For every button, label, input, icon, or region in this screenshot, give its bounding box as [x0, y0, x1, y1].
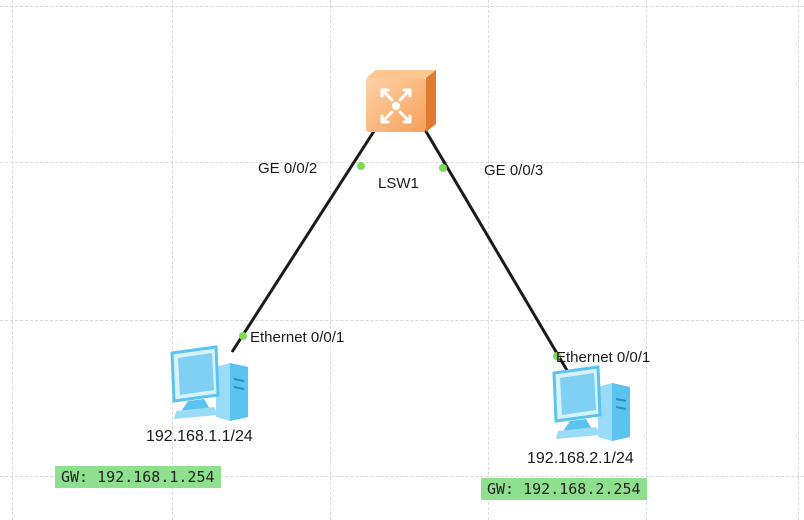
grid-line: [0, 320, 804, 321]
switch-name: LSW1: [378, 175, 419, 192]
grid-line: [646, 0, 647, 520]
pc2-gateway: GW: 192.168.2.254: [481, 478, 647, 500]
pc2[interactable]: [548, 365, 632, 443]
grid-line: [0, 476, 804, 477]
grid-line: [0, 6, 804, 7]
grid-line: [172, 0, 173, 520]
pc1-gateway: GW: 192.168.1.254: [55, 466, 221, 488]
link-lsw1-pc2[interactable]: [422, 127, 570, 373]
grid-line: [488, 0, 489, 520]
pc-icon: [552, 365, 630, 441]
link-lsw1-pc1[interactable]: [230, 127, 378, 353]
pc-icon: [170, 345, 248, 421]
switch-lsw1[interactable]: [362, 68, 442, 136]
grid-line: [0, 162, 804, 163]
port-dot-pc2-eth: [553, 352, 561, 360]
grid-line: [330, 0, 331, 520]
port-label-ge002: GE 0/0/2: [258, 160, 318, 177]
port-label-pc1-eth: Ethernet 0/0/1: [250, 329, 345, 346]
port-dot-ge002: [357, 162, 365, 170]
port-label-ge003: GE 0/0/3: [484, 162, 544, 179]
pc2-ip: 192.168.2.1/24: [527, 450, 634, 467]
grid-line: [12, 0, 13, 520]
port-label-pc2-eth: Ethernet 0/0/1: [556, 349, 651, 366]
port-dot-ge003: [439, 164, 447, 172]
port-dot-pc1-eth: [239, 332, 247, 340]
grid-line: [798, 0, 799, 520]
switch-icon: [366, 70, 436, 132]
pc1[interactable]: [166, 345, 250, 423]
pc1-ip: 192.168.1.1/24: [146, 428, 253, 445]
